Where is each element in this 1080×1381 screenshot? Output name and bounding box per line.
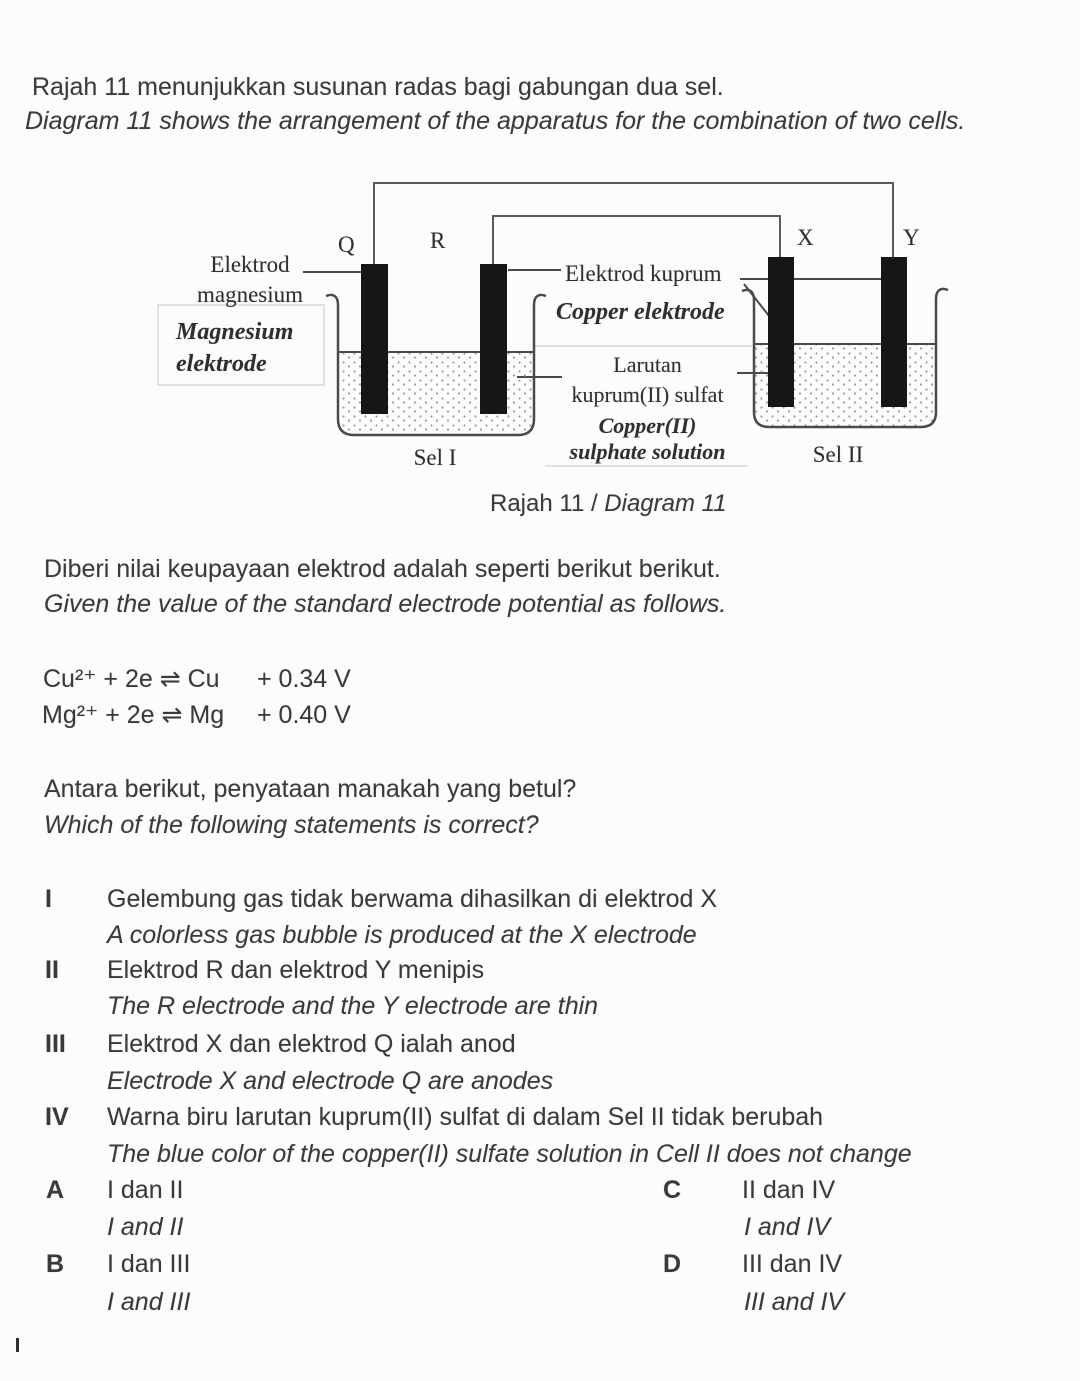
statement-4-malay: Warna biru larutan kuprum(II) sulfat di …	[107, 1103, 824, 1131]
magnesium-electrode-label-english-line2: elektrode	[176, 351, 267, 377]
two-cell-apparatus-diagram	[157, 182, 949, 467]
option-c-english: I and IV	[744, 1213, 831, 1241]
option-d-letter: D	[663, 1250, 682, 1278]
terminal-label-r: R	[430, 228, 446, 253]
option-d-malay: III dan IV	[742, 1250, 843, 1278]
cell2-label: Sel II	[812, 442, 864, 467]
option-d-english: III and IV	[744, 1288, 845, 1316]
electrode-y	[881, 257, 907, 407]
equation-copper-potential: + 0.34 V	[257, 665, 351, 693]
artifact-box	[157, 304, 325, 386]
question-text-malay: Antara berikut, penyataan manakah yang b…	[44, 775, 577, 803]
option-a-letter: A	[46, 1176, 65, 1204]
intro-text-english: Diagram 11 shows the arrangement of the …	[25, 107, 966, 135]
option-c-malay: II dan IV	[742, 1176, 836, 1204]
option-a-english: I and II	[107, 1213, 184, 1241]
terminal-label-q: Q	[338, 232, 355, 257]
solution-label-malay-line2: kuprum(II) sulfat	[571, 382, 724, 407]
given-text-malay: Diberi nilai keupayaan elektrod adalah s…	[44, 555, 721, 583]
question-text-english: Which of the following statements is cor…	[44, 811, 539, 839]
solution-label-english-line1: Copper(II)	[598, 413, 697, 438]
statement-3-numeral: III	[45, 1030, 66, 1058]
electrode-x	[768, 257, 794, 407]
scan-stray-mark	[16, 1338, 19, 1352]
statement-1-numeral: I	[45, 885, 52, 913]
statement-1-english: A colorless gas bubble is produced at th…	[107, 921, 697, 949]
magnesium-electrode-label-malay-line2: magnesium	[196, 282, 304, 307]
magnesium-electrode-label-malay: Elektrod magnesium	[185, 250, 315, 310]
intro-text-malay: Rajah 11 menunjukkan susunan radas bagi …	[32, 73, 724, 101]
cell1-group	[325, 264, 547, 437]
option-b-malay: I dan III	[107, 1250, 191, 1278]
cell2-group	[741, 257, 949, 429]
statement-4-numeral: IV	[45, 1103, 69, 1131]
statement-2-malay: Elektrod R dan elektrod Y menipis	[107, 956, 485, 984]
diagram-caption: Rajah 11 / Diagram 11	[490, 490, 727, 519]
magnesium-electrode-label-english-line1: Magnesium	[176, 319, 294, 345]
statement-2-numeral: II	[45, 956, 59, 984]
copper-electrode-label-malay: Elektrod kuprum	[565, 261, 722, 286]
statement-1-malay: Gelembung gas tidak berwama dihasilkan d…	[107, 885, 718, 913]
solution-label-malay-line1: Larutan	[613, 352, 682, 377]
cell2-beaker	[741, 287, 949, 429]
cell1-label: Sel I	[413, 445, 457, 470]
magnesium-electrode-label-english: Magnesium elektrode	[176, 316, 293, 380]
wire-q-to-y	[373, 182, 894, 264]
solution-label-english: Copper(II) sulphate solution	[545, 413, 750, 465]
statement-2-english: The R electrode and the Y electrode are …	[107, 992, 599, 1020]
option-c-letter: C	[663, 1176, 682, 1204]
terminal-label-x: X	[797, 225, 814, 250]
terminal-label-y: Y	[903, 225, 920, 250]
scan-artifact-lines	[157, 304, 752, 467]
option-b-english: I and III	[107, 1288, 191, 1316]
statement-3-malay: Elektrod X dan elektrod Q ialah anod	[107, 1030, 516, 1058]
cell1-beaker	[325, 293, 547, 437]
diagram-caption-english: Diagram 11	[604, 490, 727, 517]
diagram-caption-malay: Rajah 11 /	[490, 490, 605, 517]
equation-copper: Cu²⁺ + 2e ⇌ Cu	[43, 665, 220, 693]
solution-label-malay: Larutan kuprum(II) sulfat	[545, 350, 750, 410]
electrode-q	[361, 264, 388, 414]
solution-label-english-line2: sulphate solution	[569, 439, 726, 464]
option-b-letter: B	[46, 1250, 65, 1278]
option-a-malay: I dan II	[107, 1176, 184, 1204]
given-text-english: Given the value of the standard electrod…	[44, 590, 727, 618]
copper-electrode-label-english: Copper elektrode	[556, 299, 725, 325]
statement-4-english: The blue color of the copper(II) sulfate…	[107, 1140, 912, 1168]
electrode-r	[480, 264, 507, 414]
circuit-wires	[373, 182, 894, 264]
wire-r-to-x	[492, 215, 781, 264]
magnesium-electrode-label-malay-line1: Elektrod	[210, 252, 290, 277]
equation-magnesium: Mg²⁺ + 2e ⇌ Mg	[42, 701, 225, 729]
equation-magnesium-potential: + 0.40 V	[257, 701, 351, 729]
statement-3-english: Electrode X and electrode Q are anodes	[107, 1067, 554, 1095]
